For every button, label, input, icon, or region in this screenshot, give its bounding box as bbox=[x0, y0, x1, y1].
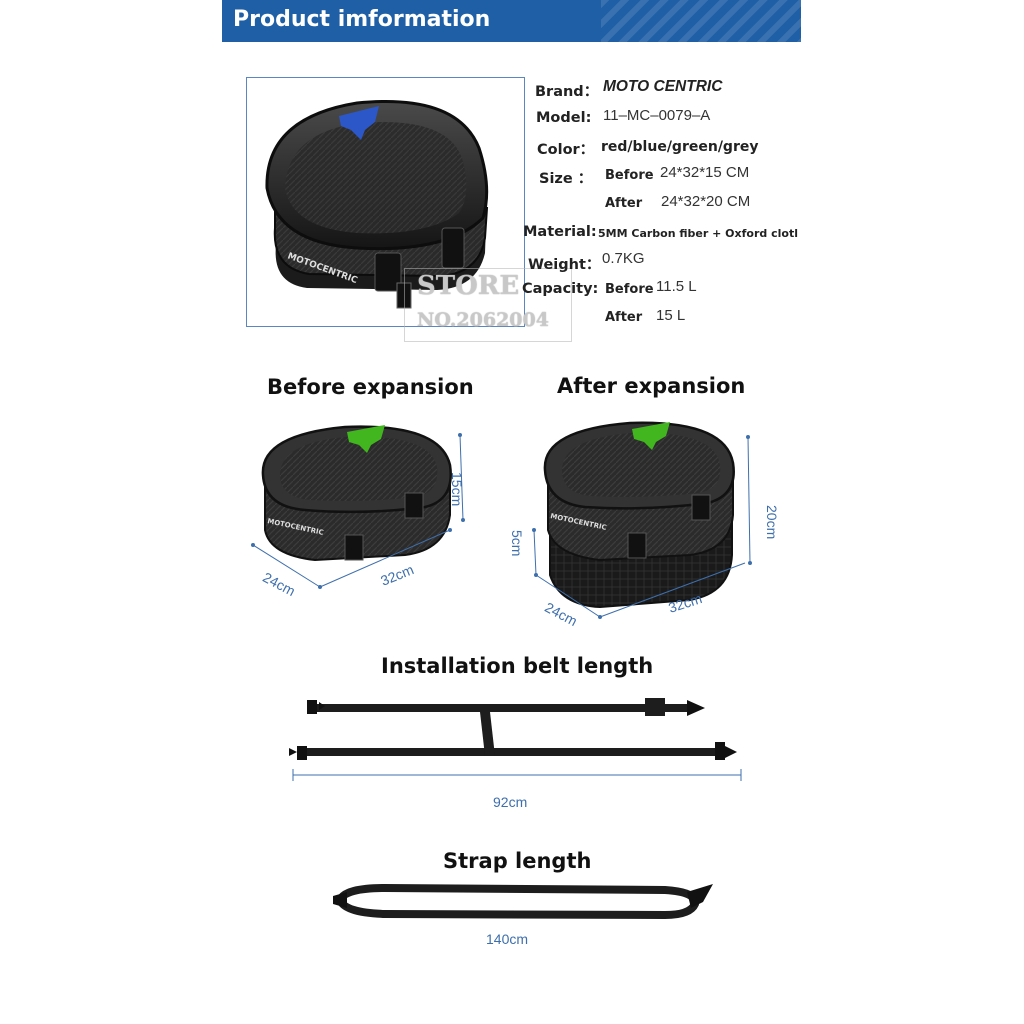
material-value: 5MM Carbon fiber + Oxford clotl bbox=[598, 227, 798, 240]
size-before-label: Before bbox=[605, 168, 654, 183]
before-expansion-title: Before expansion bbox=[267, 375, 474, 399]
capacity-after-value: 15 L bbox=[656, 307, 686, 324]
header-stripes bbox=[601, 0, 801, 42]
capacity-before-value: 11.5 L bbox=[656, 278, 697, 295]
size-label: Size ： bbox=[539, 171, 593, 187]
after-height-label: 20cm bbox=[764, 505, 780, 540]
before-expansion-image: MOTOCENTRIC bbox=[251, 425, 465, 589]
model-value: 11–MC–0079–A bbox=[603, 107, 711, 124]
after-expansion-title: After expansion bbox=[557, 374, 746, 398]
logo-green-icon-2 bbox=[632, 422, 670, 450]
product-photo-frame: MOTOCENTRIC bbox=[246, 77, 525, 327]
brand-label: Brand： bbox=[535, 84, 599, 100]
after-extra-label: 5cm bbox=[509, 530, 525, 557]
header-title: Product imformation bbox=[233, 7, 491, 32]
installation-belt-title: Installation belt length bbox=[381, 654, 654, 678]
watermark-line-1: STORE bbox=[417, 271, 520, 301]
logo-blue-icon bbox=[339, 106, 379, 140]
strap-length-title: Strap length bbox=[443, 849, 592, 873]
weight-value: 0.7KG bbox=[602, 250, 645, 267]
strap-length-label: 140cm bbox=[486, 931, 529, 947]
logo-green-icon bbox=[347, 425, 385, 453]
color-label: Color： bbox=[537, 142, 595, 158]
watermark-line-2: NO.2062004 bbox=[417, 309, 549, 331]
size-before-value: 24*32*15 CM bbox=[660, 164, 750, 181]
color-value: red/blue/green/grey bbox=[601, 139, 759, 155]
brand-value: MOTO CENTRIC bbox=[603, 78, 723, 95]
after-expansion-image: MOTOCENTRIC bbox=[532, 421, 752, 619]
strap-image bbox=[333, 883, 713, 920]
model-label: Model: bbox=[536, 110, 592, 126]
belt-length-label: 92cm bbox=[493, 794, 528, 810]
size-after-label: After bbox=[605, 196, 643, 211]
header-banner: Product imformation bbox=[222, 0, 801, 42]
capacity-after-label: After bbox=[605, 310, 643, 325]
capacity-label: Capacity: bbox=[522, 281, 599, 297]
weight-label: Weight： bbox=[528, 257, 601, 273]
material-label: Material: bbox=[523, 224, 597, 240]
capacity-before-label: Before bbox=[605, 282, 654, 297]
product-photo: MOTOCENTRIC bbox=[265, 99, 489, 309]
store-watermark: STORE NO.2062004 bbox=[404, 268, 572, 342]
installation-belt-image bbox=[289, 698, 742, 781]
before-height-label: 15cm bbox=[449, 472, 465, 507]
size-after-value: 24*32*20 CM bbox=[661, 193, 751, 210]
